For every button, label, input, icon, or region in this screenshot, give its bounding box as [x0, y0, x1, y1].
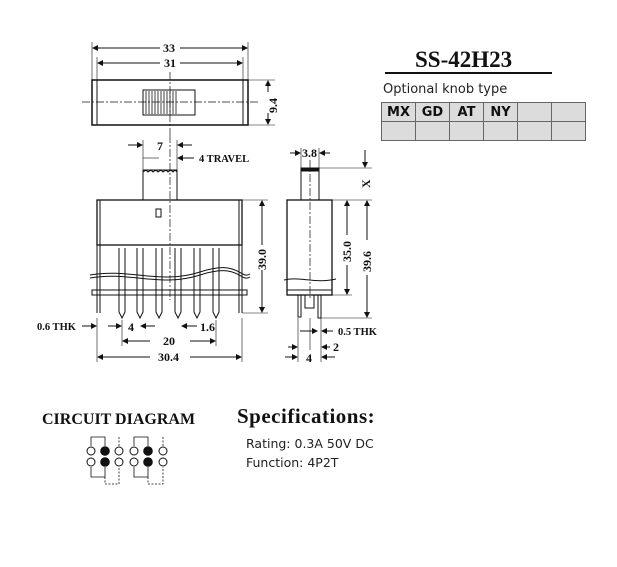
knob-type-cell: MX — [381, 102, 416, 122]
switch-pins — [118, 248, 220, 320]
knob-type-label: Optional knob type — [383, 82, 508, 97]
dim-side-pin-thk: 0.5 THK — [338, 327, 378, 338]
circuit-diagram-title: CIRCUIT DIAGRAM — [42, 411, 196, 428]
dim-front-height: 39.0 — [255, 249, 269, 270]
dim-side-knob-width: 3.8 — [302, 146, 317, 160]
dim-pin-thk: 0.6 THK — [37, 322, 77, 333]
dim-side-pin-span: 4 — [306, 351, 312, 365]
dim-pin-width: 1.6 — [200, 320, 215, 334]
front-view — [82, 135, 268, 362]
dim-side-pin-gap: 2 — [333, 340, 339, 354]
spec-function: Function: 4P2T — [246, 455, 339, 470]
side-view — [283, 148, 372, 362]
dim-knob-width: 7 — [157, 139, 163, 153]
dim-side-knob-height: X — [359, 179, 373, 188]
dim-side-body-height: 35.0 — [340, 241, 354, 262]
dim-top-width-inner: 31 — [164, 56, 176, 70]
model-underline — [385, 72, 552, 74]
top-view — [82, 42, 275, 135]
empty-cell — [551, 121, 586, 141]
dim-side-total-height: 39.6 — [360, 251, 374, 272]
circuit-diagram — [86, 436, 168, 485]
table-row — [381, 121, 586, 141]
dim-top-height: 9.4 — [266, 98, 280, 113]
dim-travel: 4 TRAVEL — [199, 154, 249, 165]
model-number: SS-42H23 — [415, 47, 513, 72]
dim-base-width: 30.4 — [158, 350, 179, 364]
knob-type-table: MX GD AT NY — [381, 102, 586, 141]
dim-pin-span: 20 — [163, 334, 175, 348]
spec-rating: Rating: 0.3A 50V DC — [246, 436, 374, 451]
dim-pin-pitch: 4 — [128, 320, 134, 334]
dim-top-width-outer: 33 — [163, 41, 175, 55]
specifications-title: Specifications: — [237, 404, 376, 428]
